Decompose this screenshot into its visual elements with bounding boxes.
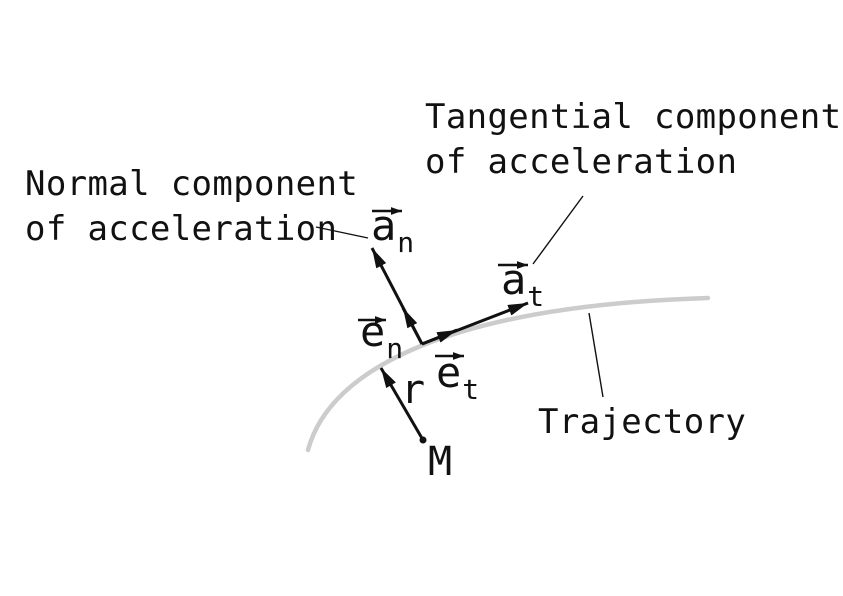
- radius-label: r: [401, 367, 426, 413]
- et-symbol-subscript: t: [462, 373, 480, 406]
- at-symbol-label: at: [501, 259, 544, 314]
- point-m-label: M: [428, 439, 453, 485]
- an-symbol-label: an: [371, 205, 414, 260]
- normal-component-label-line2: of acceleration: [25, 209, 338, 249]
- normal-unit-vector: [401, 307, 424, 345]
- an-symbol-subscript: n: [397, 226, 415, 259]
- radius-vector: [379, 367, 425, 441]
- point-m-dot: [419, 436, 427, 444]
- en-symbol-label: en: [360, 311, 403, 366]
- trajectory-curve: [305, 295, 711, 453]
- tangential-component-label: Tangential component of acceleration: [425, 95, 841, 185]
- normal-component-label-line1: Normal component: [25, 164, 359, 204]
- tangential-unit-vector: [421, 328, 458, 346]
- at-symbol-letter: a: [501, 255, 527, 304]
- et-symbol-letter: e: [436, 348, 462, 397]
- et-symbol-label: et: [436, 352, 479, 407]
- en-symbol-subscript: n: [386, 332, 404, 365]
- normal-component-label: Normal component of acceleration: [25, 162, 358, 252]
- trajectory-label: Trajectory: [538, 402, 747, 442]
- at-symbol-subscript: t: [527, 280, 545, 313]
- tangential-component-label-line2: of acceleration: [425, 142, 738, 182]
- tangential-label-leader-line: [532, 195, 584, 265]
- normal-label-leader-line: [315, 226, 369, 239]
- trajectory-label-leader-line: [588, 312, 604, 398]
- en-symbol-letter: e: [360, 307, 386, 356]
- an-symbol-letter: a: [371, 201, 397, 250]
- tangential-component-label-line1: Tangential component: [425, 97, 842, 137]
